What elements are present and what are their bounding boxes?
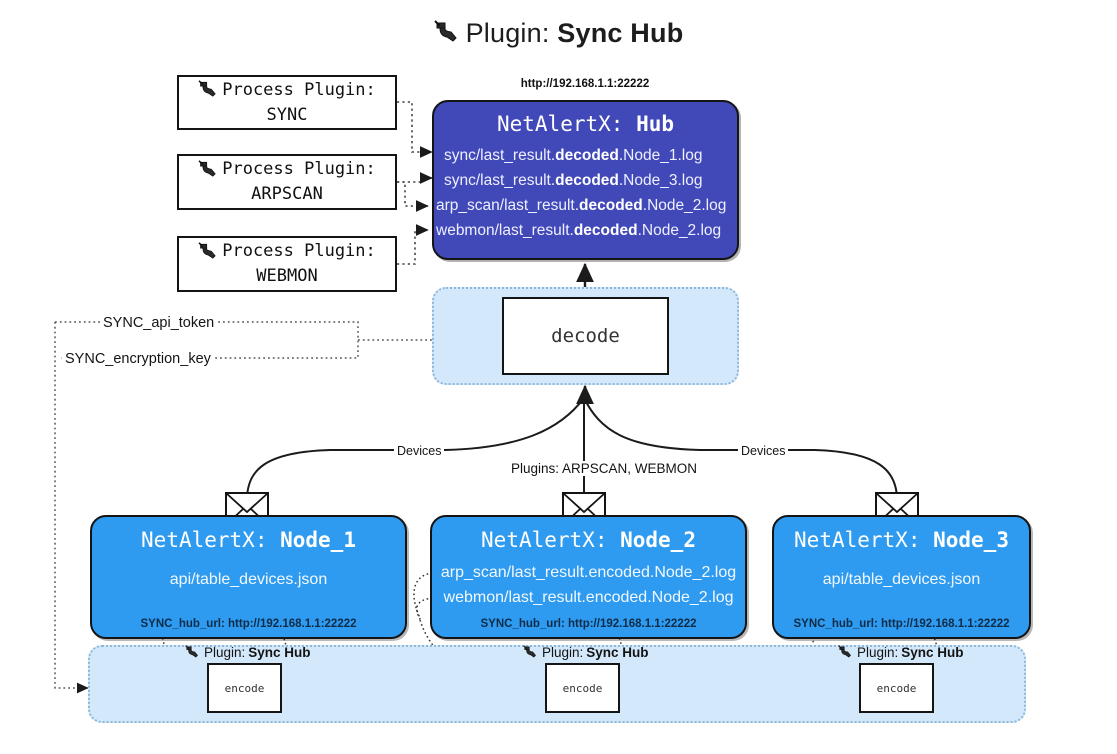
node-line: api/table_devices.json (169, 571, 328, 588)
plugin-caption-prefix: Plugin: (542, 645, 584, 660)
plugin-caption-node-3: Plugin: Sync Hub (838, 645, 964, 660)
hub-log-line: sync/last_result.decoded.Node_1.log (444, 147, 703, 164)
encode-label: encode (224, 681, 265, 695)
hub-title: NetAlertX: Hub (434, 112, 737, 136)
node-card-node-2[interactable]: NetAlertX: Node_2 arp_scan/last_result.e… (430, 515, 747, 639)
process-plugin-label: Process Plugin: (222, 159, 376, 180)
process-plugin-name: SYNC (266, 104, 308, 125)
devices-right-label: Devices (738, 444, 789, 458)
node-line: api/table_devices.json (822, 571, 981, 588)
plug-icon (198, 80, 216, 97)
process-plugin-box-webmon[interactable]: Process Plugin: WEBMON (177, 236, 397, 292)
node-line: arp_scan/last_result.encoded.Node_2.log (440, 564, 737, 581)
plug-icon (185, 645, 198, 658)
encode-box-node-3[interactable]: encode (859, 663, 934, 713)
page-title-prefix: Plugin: (465, 18, 558, 48)
node-footer: SYNC_hub_url: http://192.168.1.1:22222 (793, 618, 1010, 630)
hub-log-line: arp_scan/last_result.decoded.Node_2.log (436, 197, 727, 215)
encode-label: encode (562, 681, 603, 695)
decode-label: decode (551, 325, 620, 347)
process-plugin-box-arpscan[interactable]: Process Plugin: ARPSCAN (177, 154, 397, 210)
node-footer: SYNC_hub_url: http://192.168.1.1:22222 (140, 618, 357, 630)
node-card-node-1[interactable]: NetAlertX: Node_1 api/table_devices.json… (90, 515, 407, 639)
node-title: NetAlertX: Node_1 (141, 528, 356, 552)
plugin-caption-prefix: Plugin: (857, 645, 899, 660)
sync-encryption-key-label: SYNC_encryption_key (62, 351, 214, 367)
plugin-caption-name: Sync Hub (901, 645, 964, 660)
node-card-node-3[interactable]: NetAlertX: Node_3 api/table_devices.json… (772, 515, 1031, 639)
node-title: NetAlertX: Node_3 (794, 528, 1009, 552)
page-title: Plugin: Sync Hub (0, 18, 1117, 49)
hub-title-prefix: NetAlertX: (496, 112, 637, 136)
node-line: webmon/last_result.encoded.Node_2.log (443, 588, 734, 606)
encode-box-node-2[interactable]: encode (545, 663, 620, 713)
node-title: NetAlertX: Node_2 (481, 528, 696, 552)
hub-title-name: Hub (636, 112, 674, 136)
hub-log-line: sync/last_result.decoded.Node_3.log (444, 172, 703, 190)
hub-card[interactable]: NetAlertX: Hub sync/last_result.decoded.… (432, 100, 739, 260)
plugin-caption-name: Sync Hub (586, 645, 649, 660)
plugin-caption-name: Sync Hub (248, 645, 311, 660)
devices-left-label: Devices (394, 444, 445, 458)
process-plugin-name: WEBMON (256, 266, 318, 286)
plug-icon (838, 645, 851, 658)
plug-icon (198, 159, 216, 177)
process-plugin-label: Process Plugin: (222, 79, 376, 100)
plugins-center-label: Plugins: ARPSCAN, WEBMON (508, 461, 701, 476)
encode-label: encode (876, 681, 917, 695)
node-footer: SYNC_hub_url: http://192.168.1.1:22222 (480, 618, 697, 630)
plug-icon (198, 241, 216, 259)
sync-api-token-label: SYNC_api_token (100, 315, 218, 331)
plugin-caption-prefix: Plugin: (204, 645, 246, 660)
process-plugin-label: Process Plugin: (222, 241, 376, 262)
process-plugin-box-sync[interactable]: Process Plugin: SYNC (177, 75, 397, 130)
plugin-caption-node-2: Plugin: Sync Hub (523, 645, 649, 660)
plugin-caption-node-1: Plugin: Sync Hub (185, 645, 311, 660)
process-plugin-name: ARPSCAN (251, 184, 323, 204)
hub-log-list: sync/last_result.decoded.Node_1.log sync… (434, 143, 737, 243)
hub-log-line: webmon/last_result.decoded.Node_2.log (436, 222, 722, 240)
page-title-name: Sync Hub (557, 18, 684, 48)
plug-icon (433, 20, 457, 42)
decode-box[interactable]: decode (502, 297, 669, 375)
hub-url-label: http://192.168.1.1:22222 (520, 78, 650, 90)
encode-box-node-1[interactable]: encode (207, 663, 282, 713)
plug-icon (523, 645, 536, 658)
